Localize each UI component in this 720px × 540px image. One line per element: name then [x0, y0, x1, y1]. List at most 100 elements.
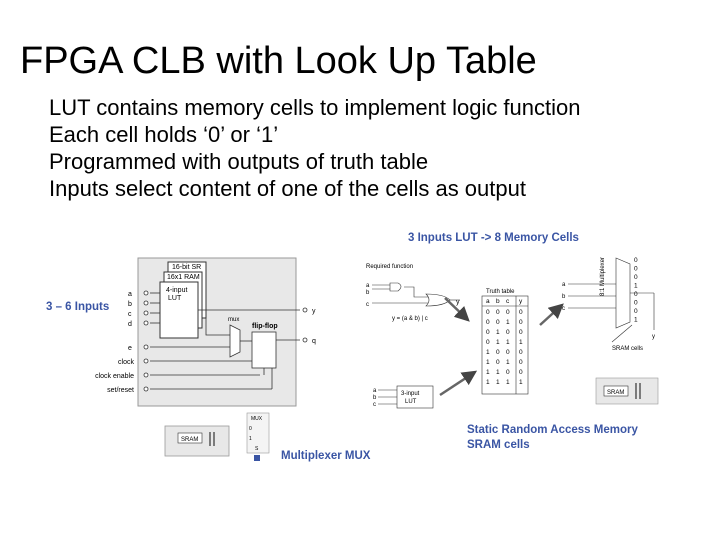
bullet-item: LUT contains memory cells to implement l… — [49, 95, 581, 120]
gate-input-b: b — [366, 290, 370, 296]
truth-table-cell: 1 — [496, 379, 500, 386]
sram-annotation-line1: Static Random Access Memory — [467, 424, 638, 436]
truth-table-cell: 1 — [486, 359, 490, 366]
gate-output-y: y — [456, 299, 460, 306]
truth-table-cell: 1 — [506, 339, 510, 346]
lut-memory-cell: 0 — [634, 291, 638, 298]
mem-input-c: c — [562, 306, 565, 312]
clb-clock-enable-label: clock enable — [95, 373, 134, 380]
truth-table-cell: 1 — [486, 379, 490, 386]
tt-col-y: y — [519, 298, 523, 305]
bullet-item: Programmed with outputs of truth table — [49, 149, 429, 174]
truth-table-cell: 0 — [496, 319, 500, 326]
bullet-item: Each cell holds ‘0’ or ‘1’ — [49, 122, 279, 147]
clb-clock-label: clock — [118, 359, 134, 366]
mux-annotation: Multiplexer MUX — [281, 450, 371, 462]
mux-input-1: 1 — [249, 436, 252, 442]
required-function-label: Required function — [366, 264, 413, 270]
lut-memory-cell: 1 — [634, 317, 638, 324]
lut-memory-cell: 0 — [634, 257, 638, 264]
mux-select: S — [255, 446, 259, 452]
truth-table-cell: 1 — [496, 339, 500, 346]
truth-table-cell: 0 — [519, 319, 523, 326]
mux-detail: SRAM MUX 0 1 S — [164, 412, 270, 461]
truth-table-cell: 1 — [519, 339, 523, 346]
truth-table-cell: 0 — [486, 309, 490, 316]
flip-flop-label: flip-flop — [252, 323, 278, 330]
lut-output-y: y — [652, 334, 655, 340]
sram-detail-label: SRAM — [607, 390, 624, 396]
arrow-to-lut — [439, 370, 478, 397]
or-gate-icon — [425, 293, 451, 307]
truth-table-cell: 0 — [519, 349, 523, 356]
truth-table-cell: 1 — [486, 349, 490, 356]
truth-table-header: a b c y — [486, 298, 523, 305]
clb-block: 16-bit SR 16x1 RAM 4-input LUT a b c d e… — [95, 257, 316, 407]
lut-panel: Required function a b c y y = (a & b) | … — [360, 248, 660, 409]
truth-table-cell: 0 — [496, 349, 500, 356]
mux-header-label: MUX — [251, 416, 263, 422]
arrow-to-truth-table — [444, 297, 470, 322]
selector-label: 8:1 Multiplexer — [600, 257, 606, 296]
truth-table-cell: 0 — [519, 369, 523, 376]
lut-memory-cell: 0 — [634, 308, 638, 315]
gate-input-a: a — [366, 283, 370, 289]
truth-table-cell: 0 — [506, 369, 510, 376]
mem-input-b: b — [562, 294, 566, 300]
sram-detail-box — [603, 385, 629, 397]
tt-col-a: a — [486, 298, 490, 305]
mux-output-pin — [254, 455, 260, 461]
lut-input-b: b — [373, 395, 377, 401]
mem-input-a: a — [562, 282, 566, 288]
sr-label: 16-bit SR — [172, 264, 201, 271]
clb-output-q: q — [312, 338, 316, 345]
function-expression: y = (a & b) | c — [392, 316, 428, 322]
clb-input-a: a — [128, 291, 132, 298]
truth-table-cell: 0 — [486, 329, 490, 336]
truth-table-cell: 1 — [519, 379, 523, 386]
inputs-annotation: 3 – 6 Inputs — [46, 301, 110, 313]
lut-box — [159, 281, 199, 339]
clb-output-y: y — [312, 308, 316, 315]
lut-memory-cell: 0 — [634, 274, 638, 281]
arrow-to-memory — [539, 303, 564, 326]
truth-table-cell: 0 — [506, 349, 510, 356]
lut-label-2: LUT — [168, 295, 182, 302]
truth-table-cell: 1 — [506, 379, 510, 386]
tt-col-b: b — [496, 298, 500, 305]
truth-table-cell: 0 — [519, 359, 523, 366]
truth-table-cell: 0 — [486, 339, 490, 346]
truth-table-cell: 1 — [506, 359, 510, 366]
mux-sram-box — [177, 432, 203, 444]
truth-table-cell: 0 — [496, 359, 500, 366]
lut-label-1: 4-input — [166, 287, 187, 294]
truth-table-cell: 0 — [506, 309, 510, 316]
truth-table-cell: 0 — [519, 329, 523, 336]
bullet-list: LUT contains memory cells to implement l… — [49, 94, 580, 202]
lut-memory-cell: 1 — [634, 283, 638, 290]
clb-input-b: b — [128, 301, 132, 308]
truth-table-cell: 1 — [496, 329, 500, 336]
ram-label: 16x1 RAM — [167, 274, 200, 281]
lut-input-c: c — [373, 402, 376, 408]
clb-mux-label: mux — [228, 317, 239, 323]
bullet-item: Inputs select content of one of the cell… — [49, 176, 526, 201]
truth-table-cell: 0 — [496, 309, 500, 316]
clb-set-reset-label: set/reset — [107, 387, 134, 394]
sram-annotation-line2: SRAM cells — [467, 439, 530, 451]
tt-col-c: c — [506, 298, 510, 305]
clb-input-e: e — [128, 345, 132, 352]
gate-input-c: c — [366, 302, 369, 308]
truth-table-cell: 1 — [486, 369, 490, 376]
truth-table-cell: 0 — [486, 319, 490, 326]
lut-memory-cell: 0 — [634, 300, 638, 307]
lut-input-a: a — [373, 388, 377, 394]
lut-memory-cell: 0 — [634, 266, 638, 273]
and-gate-icon — [389, 282, 402, 292]
slide-title: FPGA CLB with Look Up Table — [20, 40, 537, 82]
mux-input-0: 0 — [249, 426, 252, 432]
clb-input-c: c — [128, 311, 132, 318]
